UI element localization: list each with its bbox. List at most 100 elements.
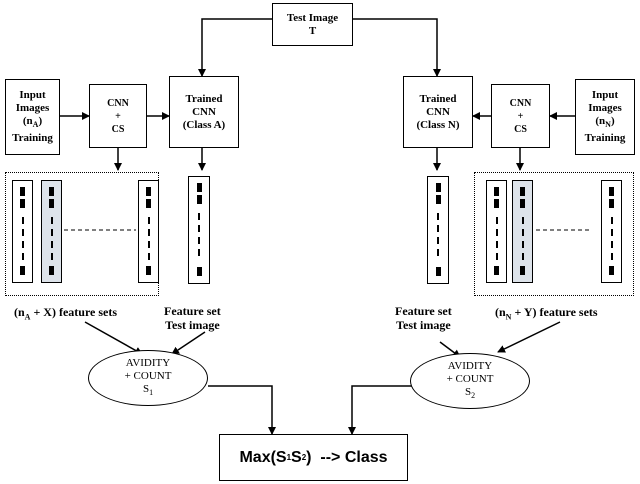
result-sub2: 2 <box>301 453 307 462</box>
feature-mark <box>49 187 54 196</box>
feature-dash <box>148 229 150 236</box>
test-image-box: Test Image T <box>272 3 353 46</box>
input-n-line2: Images <box>588 102 622 115</box>
input-images-n-box: Input Images (nN) Training <box>575 79 635 155</box>
input-n-sub-open: (n <box>595 115 606 128</box>
cnn-n-line2: + <box>517 110 524 122</box>
trained-n-line3: (Class N) <box>416 118 460 131</box>
arrow-test-to-class-n <box>353 18 441 77</box>
feature-dash <box>198 237 200 244</box>
avidity2-score-sub: 2 <box>471 391 476 401</box>
result-suffix: ) --> Class <box>306 448 388 466</box>
input-a-line3: (nA) <box>23 115 42 131</box>
feature-mark <box>146 266 151 275</box>
arrow-left-test-to-avidity <box>171 331 206 355</box>
feature-dash <box>148 253 150 260</box>
feature-mark <box>609 187 614 196</box>
feature-dash <box>522 217 524 224</box>
feature-column <box>601 180 622 283</box>
cnn-cs-n-box: CNN + CS <box>491 84 550 148</box>
input-a-line2: Images <box>15 102 50 115</box>
avidity1-line1: AVIDITY <box>125 356 171 369</box>
cnn-n-line3: CS <box>514 123 527 135</box>
input-a-sub-letter: A <box>32 120 39 130</box>
avidity2-score: S2 <box>465 386 475 402</box>
feature-column <box>138 180 159 283</box>
feature-mark <box>436 267 441 276</box>
feature-dash <box>198 213 200 220</box>
feature-sets-label-n: (nN + Y) feature sets <box>495 305 598 321</box>
feature-mark <box>494 199 499 208</box>
result-s: S <box>291 448 302 466</box>
feature-sets-a-suffix: + X) feature sets <box>30 305 118 319</box>
feature-mark <box>520 266 525 275</box>
input-n-line3: (nN) <box>595 115 614 131</box>
feature-dash <box>611 229 613 236</box>
feature-mark <box>520 199 525 208</box>
trained-cnn-n-box: Trained CNN (Class N) <box>403 76 473 148</box>
feature-mark <box>146 187 151 196</box>
feature-dash <box>51 217 53 224</box>
feature-dash <box>496 217 498 224</box>
feature-dash <box>522 253 524 260</box>
feature-dash <box>22 241 24 248</box>
feature-dash <box>51 241 53 248</box>
result-sub1: 1 <box>286 453 292 462</box>
feature-mark <box>146 199 151 208</box>
feature-sets-n-letter: N <box>505 312 512 322</box>
test-feature-column-n <box>427 176 449 284</box>
input-a-sub-open: (n <box>22 115 33 128</box>
avidity1-line2: + COUNT <box>124 369 172 382</box>
feature-mark <box>197 183 202 192</box>
test-feature-a-line2: Test image <box>165 318 220 332</box>
feature-dash <box>611 217 613 224</box>
feature-dash <box>22 217 24 224</box>
input-n-sub-close: ) <box>610 115 615 128</box>
cnn-a-line2: + <box>115 110 121 122</box>
cnn-cs-a-box: CNN + CS <box>89 84 147 148</box>
avidity1-score-sub: 1 <box>149 388 154 398</box>
cnn-n-line1: CNN <box>509 97 532 109</box>
input-n-sub-letter: N <box>605 120 611 130</box>
arrow-avidity1-to-result <box>208 385 276 435</box>
feature-dash <box>22 229 24 236</box>
feature-sets-n-prefix: (n <box>495 305 506 319</box>
avidity2-score-letter: S <box>464 385 472 398</box>
feature-sets-label-a: (nA + X) feature sets <box>14 305 117 321</box>
arrow-test-to-class-a <box>198 18 272 77</box>
avidity2-line2: + COUNT <box>446 372 494 385</box>
feature-mark <box>20 266 25 275</box>
result-prefix: Max(S <box>239 448 287 466</box>
feature-dash <box>611 241 613 248</box>
feature-dash <box>437 249 439 256</box>
trained-cnn-a-box: Trained CNN (Class A) <box>169 76 239 148</box>
input-images-a-box: Input Images (nA) Training <box>5 79 60 155</box>
trained-n-line1: Trained <box>419 92 457 105</box>
feature-dash <box>496 241 498 248</box>
feature-mark <box>520 187 525 196</box>
test-feature-n-line1: Feature set <box>395 304 452 318</box>
input-a-line1: Input <box>19 89 46 102</box>
feature-dash <box>198 225 200 232</box>
feature-dash <box>522 229 524 236</box>
arrow-right-sets-to-avidity <box>497 321 561 353</box>
avidity-count-ellipse-2: AVIDITY + COUNT S2 <box>410 353 530 409</box>
avidity1-score-letter: S <box>142 382 150 395</box>
feature-mark <box>49 199 54 208</box>
test-feature-label-n: Feature set Test image <box>395 304 452 332</box>
feature-column <box>12 180 33 283</box>
input-n-line1: Input <box>591 89 619 102</box>
cnn-a-line3: CS <box>111 123 125 135</box>
feature-dash <box>148 241 150 248</box>
feature-mark <box>197 267 202 276</box>
feature-mark <box>609 266 614 275</box>
input-n-line4: Training <box>584 131 626 144</box>
feature-dash <box>522 241 524 248</box>
trained-n-line2: CNN <box>426 105 450 118</box>
feature-dash <box>148 217 150 224</box>
feature-mark <box>609 199 614 208</box>
feature-mark <box>49 266 54 275</box>
feature-mark <box>436 195 441 204</box>
